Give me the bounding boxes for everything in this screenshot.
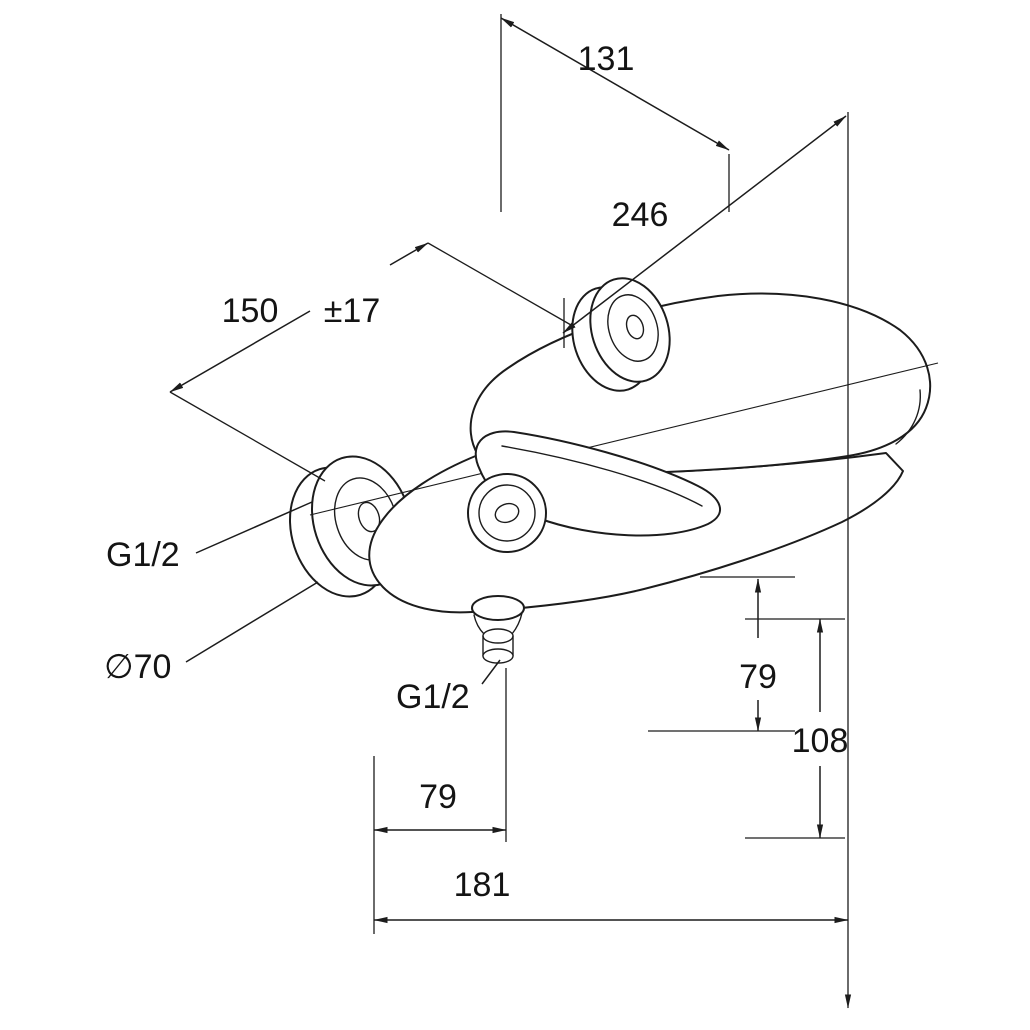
ext-line-150-left [169, 391, 326, 482]
dimension-annotations: 131 246 150 ±17 G1/2 ∅70 G1/2 79 108 79 … [104, 14, 852, 1009]
leader-thread-outlet [481, 659, 501, 685]
cartridge-ring-inner [478, 484, 536, 542]
label-escutcheon-diameter: ∅70 [104, 648, 171, 686]
axis-centerline [309, 362, 939, 516]
dim-label-150-tolerance: ±17 [324, 292, 380, 330]
label-thread-wall: G1/2 [106, 536, 180, 574]
leader-escutcheon-dia [185, 581, 319, 663]
leader-thread-wall [195, 501, 313, 554]
dim-line-131 [500, 17, 730, 151]
dim-line-246 [562, 115, 847, 334]
dim-label-150: 150 [222, 292, 279, 330]
dim-label-108: 108 [792, 722, 849, 760]
dim-label-79-right: 79 [739, 658, 777, 696]
outlet-cone-left-edge [473, 614, 485, 635]
mixer-drawing [289, 277, 939, 664]
label-thread-outlet: G1/2 [396, 678, 470, 716]
dim-line-150-right-segment [389, 242, 429, 266]
dim-label-181: 181 [454, 866, 511, 904]
outlet-nipple-bottom [482, 648, 514, 664]
dim-label-131: 131 [578, 40, 635, 78]
dim-label-246: 246 [612, 196, 669, 234]
outlet-cone-right-edge [511, 612, 523, 635]
shower-outlet [471, 595, 525, 664]
dim-label-79-bottom: 79 [419, 778, 457, 816]
dim-line-150-left-segment [169, 310, 311, 393]
ext-line-150-right [427, 242, 572, 326]
outlet-nipple-top [482, 628, 514, 644]
wall-flange-left-hub [357, 501, 381, 533]
cartridge-hub [494, 502, 520, 524]
outlet-collar [471, 595, 525, 621]
lever-handle-crease [501, 445, 703, 507]
cover-plate-end-edge [895, 389, 921, 445]
